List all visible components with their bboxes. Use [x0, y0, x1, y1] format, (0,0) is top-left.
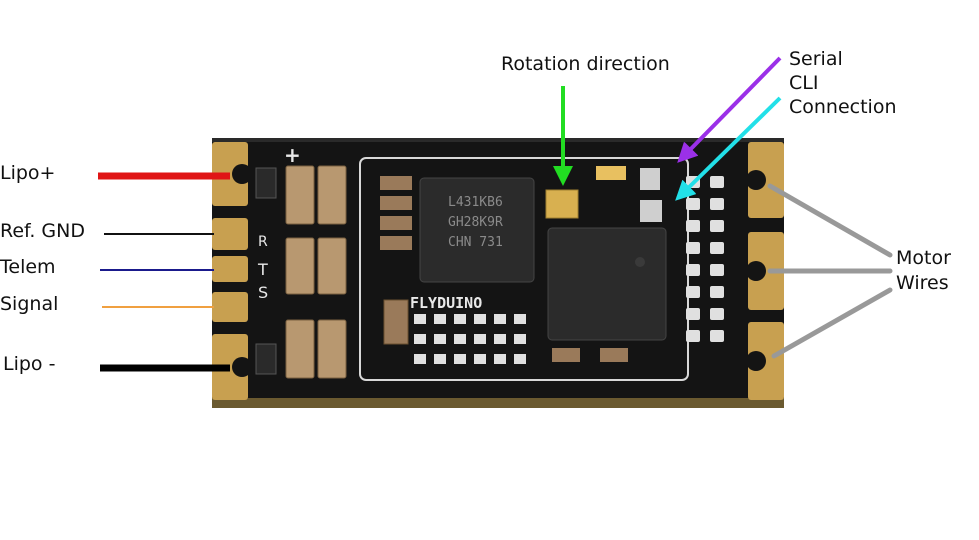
- lipo-minus-label: Lipo -: [3, 353, 56, 375]
- rts-silkscreen-r: R: [258, 234, 268, 250]
- ref-gnd-label: Ref. GND: [0, 220, 85, 242]
- motor-label-line2: Wires: [896, 272, 949, 294]
- brand-silkscreen: FLYDUINO: [410, 294, 482, 312]
- mcu-marking-line3: CHN 731: [448, 235, 503, 250]
- capacitors: [285, 165, 347, 379]
- telem-label: Telem: [0, 256, 56, 278]
- bottom-pad-grid: [414, 314, 526, 364]
- serial-label-line3: Connection: [789, 96, 897, 118]
- serial-label-line1: Serial: [789, 48, 843, 70]
- left-pads: [212, 142, 248, 400]
- serial-label-line2: CLI: [789, 72, 819, 94]
- rts-silkscreen-t: T: [257, 260, 268, 279]
- mcu-chip: L431KB6 GH28K9R CHN 731: [419, 177, 535, 283]
- smd-components: [255, 166, 662, 375]
- lipo-plus-label: Lipo+: [0, 162, 56, 184]
- signal-label: Signal: [0, 293, 59, 315]
- serial-arrow-purple: [677, 56, 782, 163]
- driver-chip: [547, 227, 667, 341]
- plus-silkscreen: +: [284, 143, 301, 167]
- motor-wire-lines: [767, 183, 893, 359]
- rts-silkscreen-s: S: [258, 283, 268, 302]
- mcu-marking-line2: GH28K9R: [448, 215, 503, 230]
- serial-arrow-cyan: [675, 96, 782, 201]
- motor-label-line1: Motor: [896, 247, 951, 269]
- mcu-marking-line1: L431KB6: [448, 195, 503, 210]
- rotation-direction-label: Rotation direction: [501, 53, 670, 75]
